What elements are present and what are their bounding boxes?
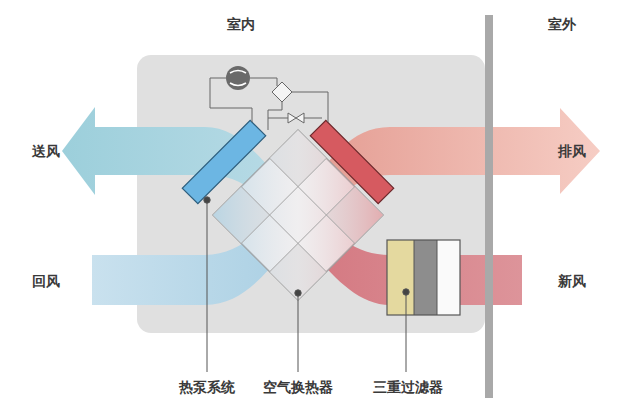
airflow-label: 新风 xyxy=(558,273,586,290)
airflow-label: 排风 xyxy=(558,143,586,160)
leader-lines xyxy=(204,197,409,372)
part-label: 热泵系统 xyxy=(179,379,235,396)
compressor-symbol xyxy=(226,66,250,90)
evaporator-coil xyxy=(182,120,265,203)
region-label: 室内 xyxy=(227,16,255,33)
triple-filter xyxy=(387,240,460,315)
refrigerant-circuit xyxy=(210,78,328,130)
part-label: 空气换热器 xyxy=(263,379,333,396)
region-label: 室外 xyxy=(548,16,576,33)
airflow-label: 送风 xyxy=(32,143,60,160)
wall xyxy=(485,15,493,398)
condenser-coil xyxy=(310,120,393,203)
airflow-label: 回风 xyxy=(32,273,60,290)
part-label: 三重过滤器 xyxy=(373,379,443,396)
